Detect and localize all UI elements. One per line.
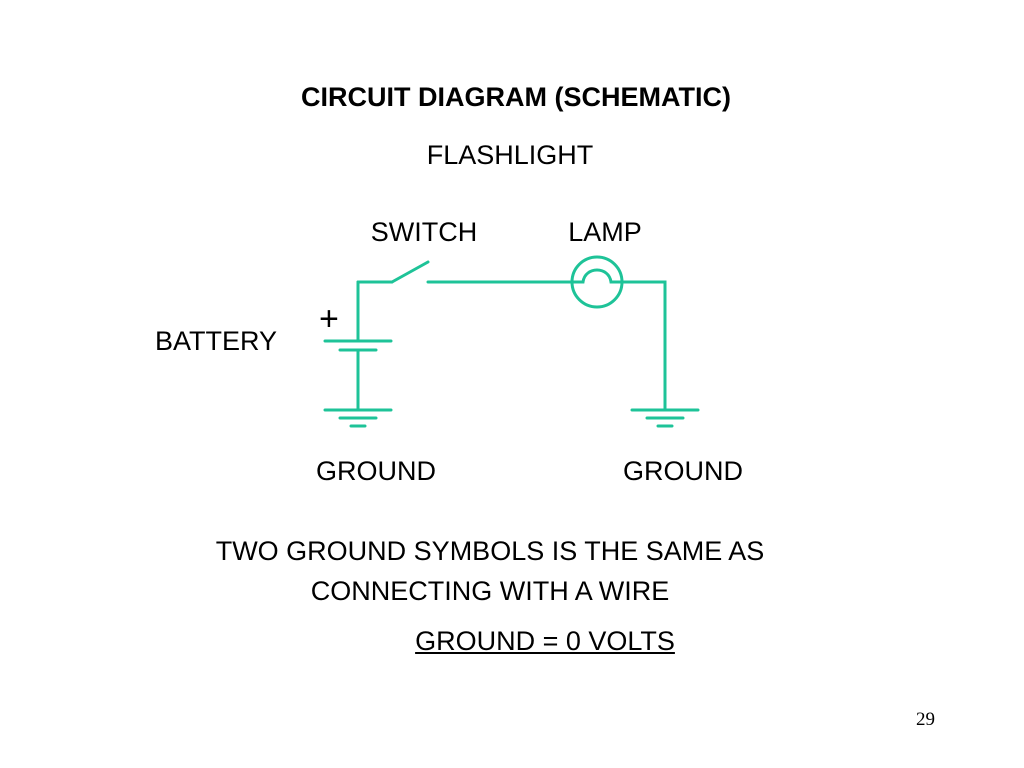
slide-title: CIRCUIT DIAGRAM (SCHEMATIC) <box>301 82 731 112</box>
ground-label-left: GROUND <box>316 456 436 486</box>
switch-symbol <box>390 260 430 284</box>
ground-symbol <box>630 408 700 428</box>
ground-label-right: GROUND <box>623 456 743 486</box>
lamp-label: LAMP <box>568 217 642 247</box>
note-line-1: TWO GROUND SYMBOLS IS THE SAME AS <box>215 536 765 566</box>
battery-label: BATTERY <box>155 326 278 356</box>
page-number: 29 <box>916 709 935 730</box>
wire-lamp-to-ground <box>620 280 667 412</box>
switch-label: SWITCH <box>370 217 478 247</box>
battery-plus-sign: + <box>319 300 339 338</box>
note-line-3: GROUND = 0 VOLTS <box>415 626 675 656</box>
note-line-2: CONNECTING WITH A WIRE <box>310 576 670 606</box>
slide-subtitle: FLASHLIGHT <box>426 140 594 170</box>
ground-symbol <box>323 408 393 428</box>
lamp-symbol <box>570 255 624 309</box>
